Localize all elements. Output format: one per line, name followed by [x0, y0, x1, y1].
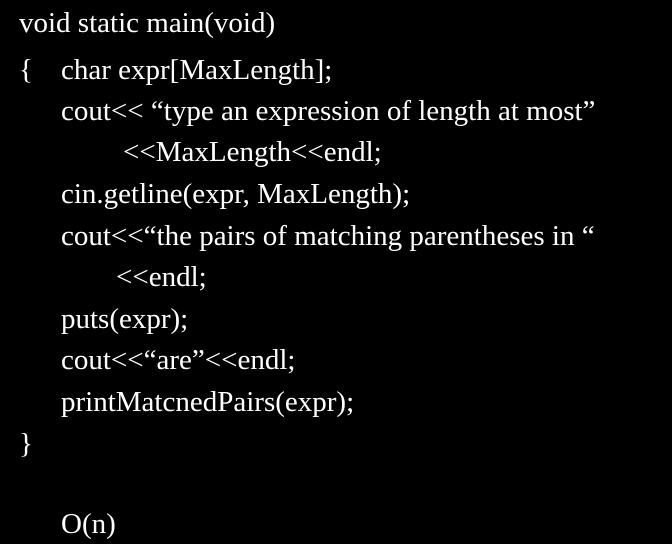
- code-line-puts: puts(expr);: [61, 303, 189, 335]
- code-line-print-pairs: printMatcnedPairs(expr);: [61, 386, 355, 418]
- code-line-main-signature: void static main(void): [19, 7, 276, 39]
- code-line-pairs-message: cout<<“the pairs of matching parentheses…: [61, 220, 595, 252]
- code-line-declare-expr: char expr[MaxLength];: [61, 54, 333, 86]
- code-line-pairs-message-continued: <<endl;: [116, 261, 207, 293]
- complexity-label: O(n): [61, 508, 116, 540]
- code-close-brace: }: [19, 428, 33, 460]
- code-line-getline: cin.getline(expr, MaxLength);: [61, 178, 411, 210]
- code-line-are: cout<<“are”<<endl;: [61, 344, 296, 376]
- code-line-prompt-continued: <<MaxLength<<endl;: [123, 136, 382, 168]
- code-open-brace: {: [19, 54, 33, 86]
- code-line-prompt: cout<< “type an expression of length at …: [61, 95, 596, 127]
